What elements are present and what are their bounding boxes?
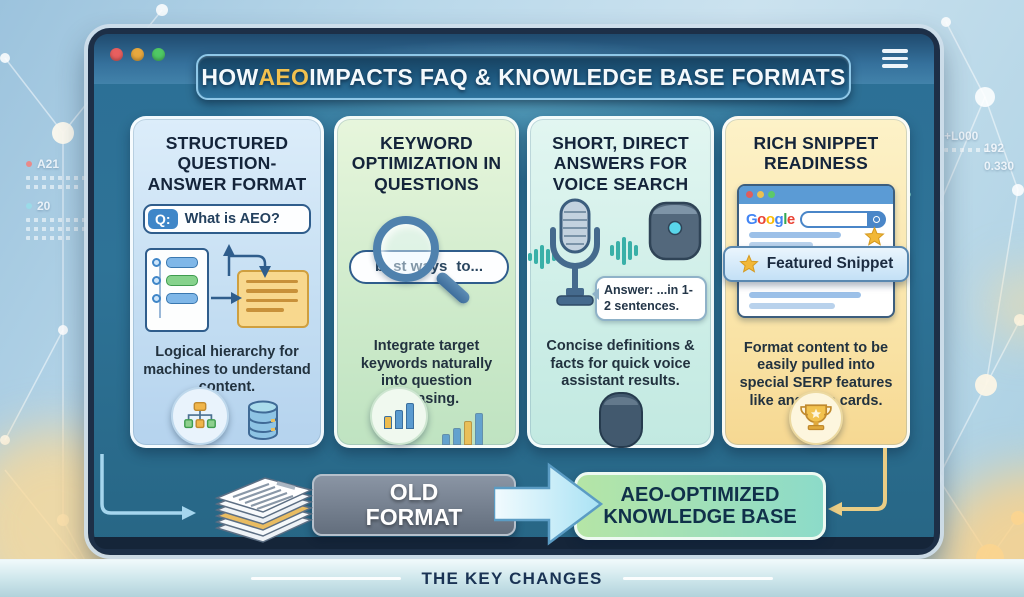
transform-arrow-icon xyxy=(494,462,604,546)
bar-chart-icon xyxy=(442,413,483,445)
maximize-button[interactable] xyxy=(152,48,165,61)
footer-caption: THE KEY CHANGES xyxy=(421,568,603,588)
bar-chart-icon xyxy=(370,387,428,445)
aeo-knowledge-base-box: AEO-OPTIMIZED KNOWLEDGE BASE xyxy=(574,472,826,540)
traffic-lights xyxy=(110,48,165,61)
search-button[interactable] xyxy=(867,211,885,227)
minimize-button[interactable] xyxy=(131,48,144,61)
menu-icon[interactable] xyxy=(882,49,908,68)
list-panel xyxy=(145,247,209,332)
dot-icon xyxy=(26,202,32,209)
voice-illustration: Answer: ...in 1-2 sentences. xyxy=(528,198,711,330)
aeo-knowledge-base-label: AEO-OPTIMIZED KNOWLEDGE BASE xyxy=(603,483,797,528)
divider-line xyxy=(251,577,402,580)
window-bottom-band xyxy=(94,537,934,549)
old-format-box: OLD FORMAT xyxy=(312,474,516,536)
answer-speech-bubble: Answer: ...in 1-2 sentences. xyxy=(592,275,707,322)
browser-window: HOW AEO IMPACTS FAQ & KNOWLEDGE BASE FOR… xyxy=(88,28,940,555)
search-illustration: b st ways to... xyxy=(337,212,516,330)
card-heading: SHORT, DIRECT ANSWERS FOR VOICE SEARCH xyxy=(552,133,689,194)
document-stack-icon xyxy=(214,477,314,543)
card-body: Logical hierarchy for machines to unders… xyxy=(143,343,311,396)
card-heading: RICH SNIPPET READINESS xyxy=(753,133,879,174)
database-icon xyxy=(248,400,278,441)
dot-icon xyxy=(26,160,32,167)
query-post: to... xyxy=(456,258,484,276)
homepod-speaker-icon xyxy=(598,392,643,448)
answer-note xyxy=(237,269,309,328)
question-text: What is AEO? xyxy=(184,210,280,227)
mini-browser-titlebar xyxy=(739,185,893,204)
search-bar[interactable] xyxy=(799,210,886,228)
smart-speaker-icon xyxy=(648,201,702,261)
hierarchy-diagram xyxy=(145,242,309,336)
trophy-icon xyxy=(789,391,843,445)
title-post: IMPACTS FAQ & KNOWLEDGE BASE FORMATS xyxy=(309,63,846,90)
google-logo: Google xyxy=(746,210,795,228)
bg-annotation-0330: 0.330 xyxy=(984,158,1015,173)
search-icon xyxy=(872,215,880,223)
q-badge: Q: xyxy=(148,208,178,229)
sound-wave-icon xyxy=(610,236,638,266)
bg-annotation-a21: A21 xyxy=(26,156,90,189)
mini-browser: Google xyxy=(737,183,895,318)
card-voice-search: SHORT, DIRECT ANSWERS FOR VOICE SEARCH xyxy=(527,116,714,448)
bg-annotation-20: 20 xyxy=(26,198,90,240)
close-button[interactable] xyxy=(110,48,123,61)
question-box: Q: What is AEO? xyxy=(143,203,311,234)
featured-snippet-banner: Featured Snippet xyxy=(723,245,909,282)
card-heading: KEYWORD OPTIMIZATION IN QUESTIONS xyxy=(351,133,502,194)
microphone-icon xyxy=(550,198,600,306)
featured-snippet-label: Featured Snippet xyxy=(766,254,894,272)
title-highlight: AEO xyxy=(258,63,310,90)
card-structured-qa: STRUCTURED QUESTION-ANSWER FORMAT Q: Wha… xyxy=(130,116,324,448)
magnifier-icon xyxy=(373,215,439,282)
serp-illustration: Google xyxy=(723,183,909,332)
card-body: Concise definitions & facts for quick vo… xyxy=(546,337,695,390)
star-icon xyxy=(864,225,885,246)
bg-annotation-l000: +L000 xyxy=(944,128,1000,152)
star-icon xyxy=(738,253,759,273)
bg-annotation-192: 192 xyxy=(984,140,1005,155)
title-pre: HOW xyxy=(201,63,259,90)
card-rich-snippet: RICH SNIPPET READINESS Google xyxy=(722,116,910,448)
divider-line xyxy=(622,577,773,580)
footer-strip: THE KEY CHANGES xyxy=(0,559,1024,597)
old-format-label: OLD FORMAT xyxy=(365,479,463,530)
sitemap-icon xyxy=(171,387,229,445)
page-title: HOW AEO IMPACTS FAQ & KNOWLEDGE BASE FOR… xyxy=(196,54,851,100)
flow-arrows xyxy=(211,243,271,304)
card-keyword-optimization: KEYWORD OPTIMIZATION IN QUESTIONS b st w… xyxy=(334,116,519,448)
card-heading: STRUCTURED QUESTION-ANSWER FORMAT xyxy=(147,133,307,194)
